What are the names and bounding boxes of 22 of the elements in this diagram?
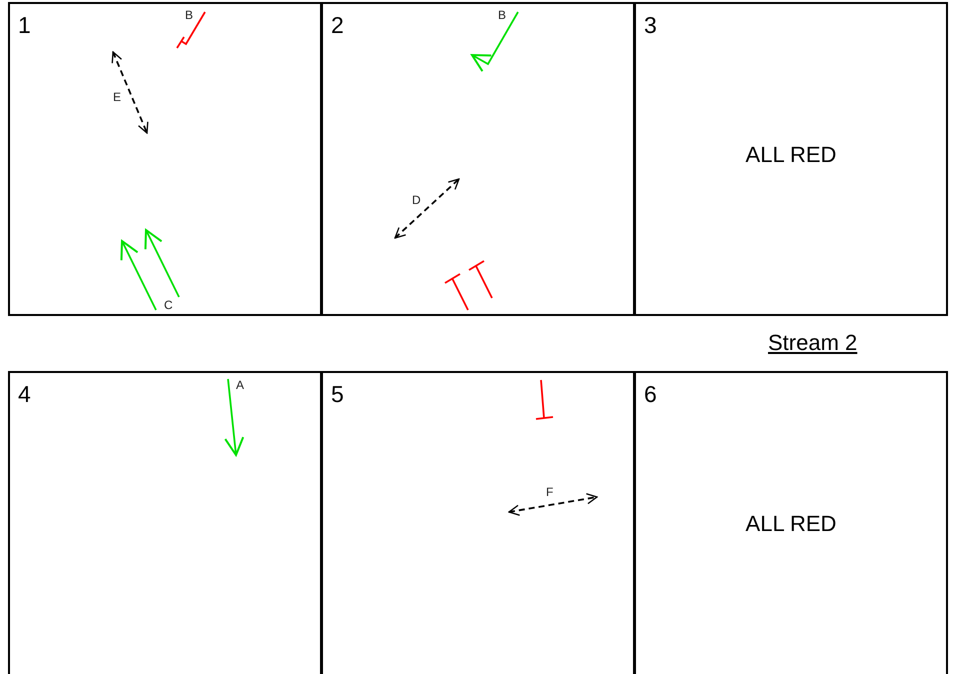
- movement-letter: D: [412, 194, 421, 206]
- phase-panel: [321, 2, 635, 316]
- stream-heading: Stream 2: [768, 332, 858, 354]
- phase-panel: [634, 371, 948, 674]
- phase-panel: [8, 2, 322, 316]
- phase-panel: [634, 2, 948, 316]
- phase-panel: [8, 371, 322, 674]
- movement-letter: C: [164, 299, 173, 311]
- movement-letter: E: [113, 91, 122, 103]
- phase-number: 4: [18, 383, 31, 406]
- movement-letter: B: [498, 9, 506, 21]
- phase-number: 2: [331, 14, 344, 37]
- phase-number: 3: [644, 14, 657, 37]
- phase-status: ALL RED: [744, 513, 838, 535]
- phase-panel: [321, 371, 635, 674]
- movement-letter: B: [185, 9, 194, 21]
- movement-letter: F: [546, 486, 554, 498]
- phase-number: 1: [18, 14, 31, 37]
- phase-status: ALL RED: [744, 144, 838, 166]
- phase-number: 6: [644, 383, 657, 406]
- movement-letter: A: [236, 379, 244, 391]
- phase-number: 5: [331, 383, 344, 406]
